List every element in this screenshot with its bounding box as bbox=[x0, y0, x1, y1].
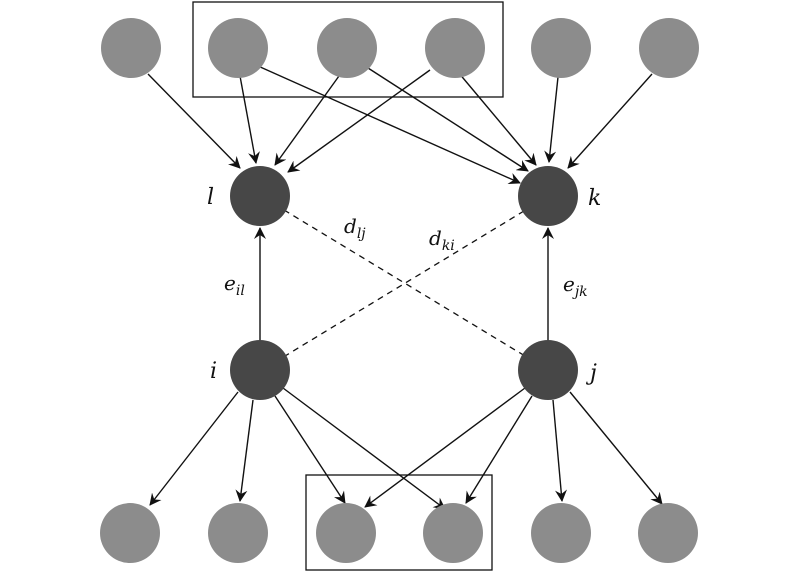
node-bottom-2 bbox=[208, 503, 268, 563]
arrow-t2-k bbox=[257, 65, 521, 184]
label-j: j bbox=[585, 361, 597, 386]
dashed-edge-ki bbox=[284, 210, 525, 357]
label-d-lj: dlj bbox=[344, 214, 366, 242]
node-k bbox=[518, 166, 578, 226]
node-top-6 bbox=[639, 18, 699, 78]
node-top-5 bbox=[531, 18, 591, 78]
arrow-j-b6 bbox=[569, 391, 663, 505]
node-bottom-3 bbox=[316, 503, 376, 563]
dashed-edge-lj bbox=[283, 209, 526, 357]
arrow-j-b4 bbox=[465, 395, 533, 504]
arrow-t3-k bbox=[367, 67, 529, 172]
arrow-i-b2 bbox=[235, 399, 254, 502]
label-e-il: eil bbox=[224, 271, 245, 299]
top-group-box bbox=[192, 1, 504, 98]
node-bottom-1 bbox=[100, 503, 160, 563]
node-bottom-4 bbox=[423, 503, 483, 563]
arrow-i-b3 bbox=[274, 395, 346, 504]
label-d-ki: dki bbox=[429, 226, 455, 254]
arrow-t4-l bbox=[287, 69, 431, 173]
node-bottom-6 bbox=[638, 503, 698, 563]
arrow-t4-k bbox=[457, 71, 537, 166]
node-l bbox=[230, 166, 290, 226]
label-k: k bbox=[588, 186, 601, 211]
arrow-t3-l bbox=[274, 75, 340, 166]
label-e-jk: ejk bbox=[563, 272, 588, 300]
arrow-j-b5 bbox=[552, 399, 567, 502]
label-i: i bbox=[210, 359, 217, 384]
label-l: l bbox=[207, 185, 214, 210]
node-top-1 bbox=[101, 18, 161, 78]
edge-group bbox=[147, 65, 663, 510]
arrow-t6-k bbox=[567, 73, 653, 169]
arrow-j-b3 bbox=[364, 387, 526, 508]
arrow-t5-k bbox=[544, 76, 559, 163]
arrow-i-b1 bbox=[149, 391, 239, 506]
node-j bbox=[518, 340, 578, 400]
node-i bbox=[230, 340, 290, 400]
node-top-4 bbox=[425, 18, 485, 78]
arrow-t2-l bbox=[239, 75, 260, 164]
node-top-3 bbox=[317, 18, 377, 78]
arrow-i-b4 bbox=[282, 387, 446, 510]
node-top-2 bbox=[208, 18, 268, 78]
arrow-t1-l bbox=[147, 73, 241, 169]
node-bottom-5 bbox=[531, 503, 591, 563]
